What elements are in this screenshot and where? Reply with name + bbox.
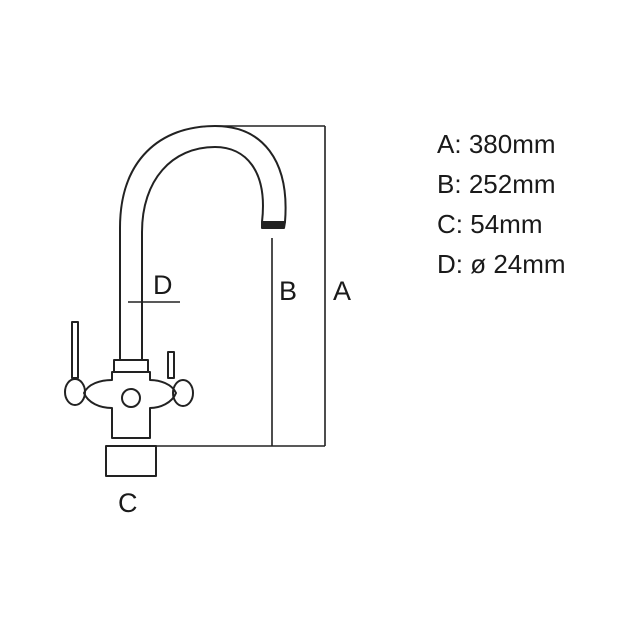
label-d: D bbox=[153, 270, 173, 300]
right-knob bbox=[172, 379, 194, 407]
label-b: B bbox=[279, 276, 297, 306]
spec-a-value: 380mm bbox=[468, 129, 556, 159]
spec-b-key: B: bbox=[437, 169, 462, 199]
tap-base bbox=[105, 445, 157, 477]
tap-drawing bbox=[64, 125, 287, 477]
spec-b-value: 252mm bbox=[468, 169, 556, 199]
spec-d: D: ø 24mm bbox=[437, 244, 566, 284]
spec-a: A: 380mm bbox=[437, 124, 566, 164]
spec-c-key: C: bbox=[437, 209, 463, 239]
left-lever bbox=[71, 321, 79, 379]
spec-d-value: ø 24mm bbox=[470, 249, 566, 279]
spec-c: C: 54mm bbox=[437, 204, 566, 244]
spec-d-key: D: bbox=[437, 249, 463, 279]
tap-rosette bbox=[121, 388, 141, 408]
tap-body bbox=[83, 371, 177, 439]
spec-a-key: A: bbox=[437, 129, 462, 159]
label-c: C bbox=[118, 488, 138, 518]
label-a: A bbox=[333, 276, 351, 306]
tap-neck bbox=[113, 359, 149, 373]
spec-b: B: 252mm bbox=[437, 164, 566, 204]
tap-outlet bbox=[261, 221, 286, 229]
dimension-spec-list: A: 380mm B: 252mm C: 54mm D: ø 24mm bbox=[437, 124, 566, 284]
dimension-lines bbox=[128, 125, 326, 447]
spec-c-value: 54mm bbox=[470, 209, 543, 239]
tap-spout bbox=[119, 125, 287, 361]
right-lever bbox=[167, 351, 175, 379]
left-knob bbox=[64, 378, 86, 406]
